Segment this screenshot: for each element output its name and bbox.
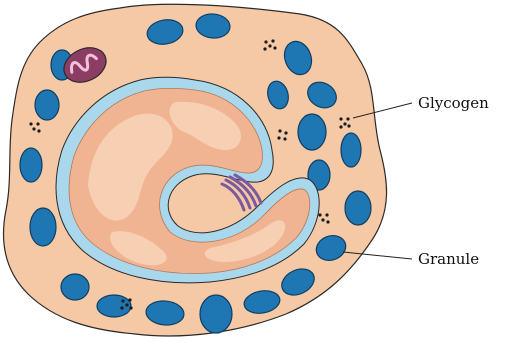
granule	[345, 191, 371, 225]
granule	[20, 148, 42, 182]
granule	[61, 274, 89, 300]
granule	[298, 114, 326, 150]
granule	[200, 295, 232, 333]
granule	[341, 133, 361, 167]
granule	[35, 90, 59, 120]
granule-label: Granule	[418, 250, 479, 268]
granule	[30, 208, 56, 246]
glycogen-label: Glycogen	[418, 94, 489, 112]
